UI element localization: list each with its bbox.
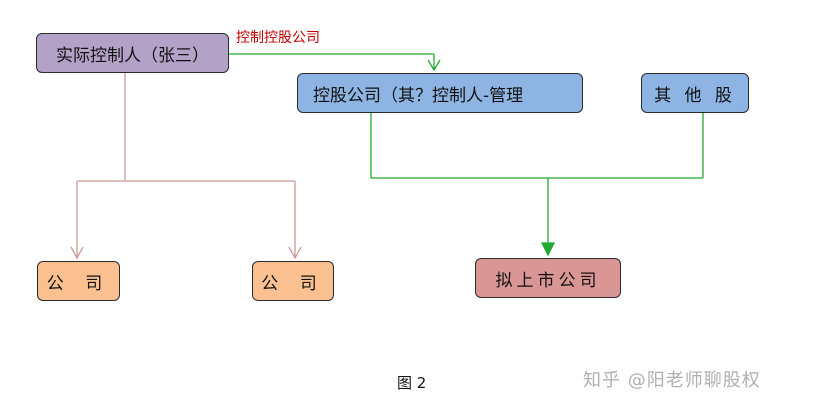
controller-to-companies-connector bbox=[70, 73, 302, 260]
control-holding-edge-label: 控制控股公司 bbox=[236, 30, 320, 46]
actual-controller-node: 实际控制人（张三） bbox=[36, 33, 229, 73]
company-node-a: 公 司 bbox=[37, 261, 120, 301]
controller-to-holding-connector bbox=[229, 53, 441, 72]
other-shareholders-node: 其 他 股 bbox=[641, 73, 749, 113]
figure-caption: 图 2 bbox=[397, 374, 427, 392]
holding-company-node: 控股公司（其？控制人-管理 bbox=[297, 73, 583, 113]
watermark: 知乎 @阳老师聊股权 bbox=[583, 370, 761, 391]
company-node-b: 公 司 bbox=[252, 261, 334, 301]
shareholders-to-ipo-connector bbox=[370, 113, 704, 257]
ipo-company-node: 拟上市公司 bbox=[475, 258, 621, 298]
